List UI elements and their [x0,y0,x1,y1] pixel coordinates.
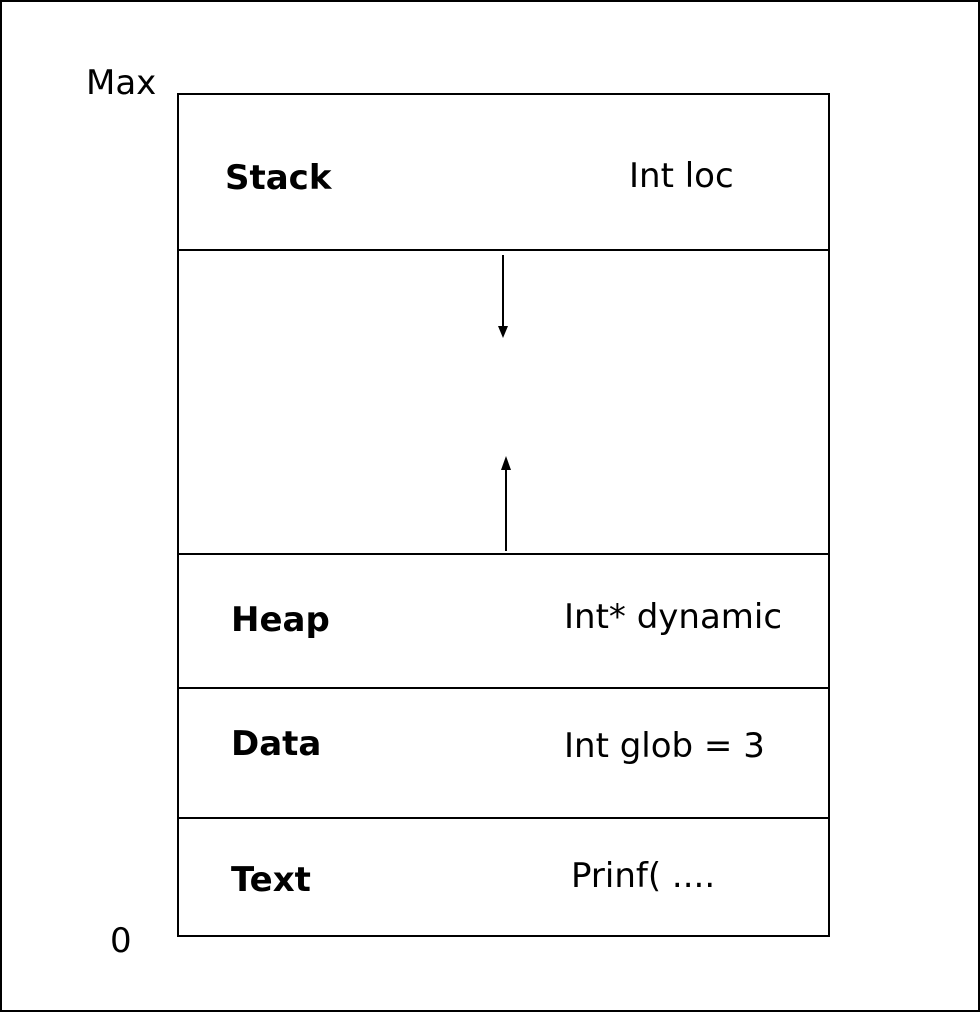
stack-segment: Stack Int loc [179,95,828,251]
free-space-region [179,251,828,553]
text-segment: Text Prinf( .... [179,817,828,935]
text-segment-example: Prinf( .... [571,856,716,896]
address-max-label: Max [86,63,157,103]
data-segment-name: Data [231,724,322,764]
address-zero-label: 0 [110,921,132,961]
heap-segment-name: Heap [231,600,330,640]
stack-segment-example: Int loc [629,156,734,196]
text-segment-name: Text [231,860,311,900]
data-segment: Data Int glob = 3 [179,687,828,817]
memory-layout: Stack Int loc Heap Int* dynamic Data Int… [177,93,830,937]
data-segment-example: Int glob = 3 [564,726,765,766]
stack-segment-name: Stack [225,158,332,198]
heap-segment: Heap Int* dynamic [179,553,828,687]
heap-segment-example: Int* dynamic [564,597,783,637]
